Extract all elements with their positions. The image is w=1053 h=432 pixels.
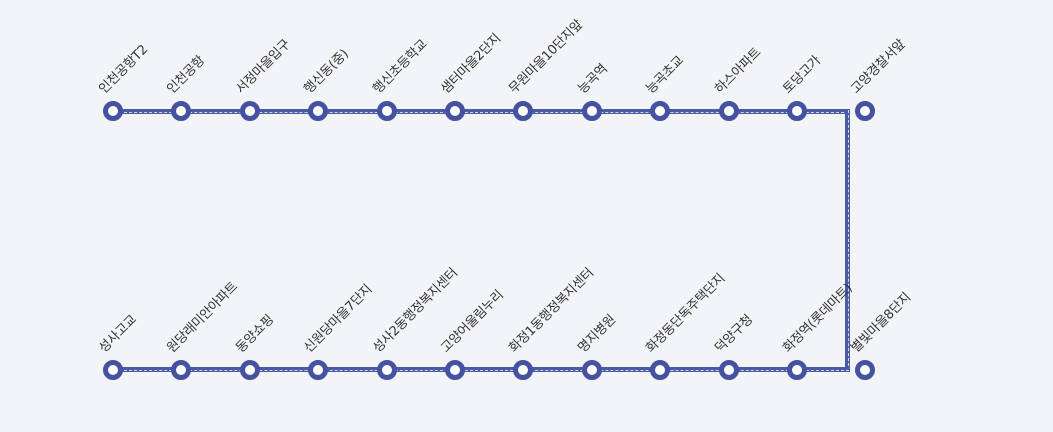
route-line-upper	[113, 109, 850, 114]
station-marker[interactable]	[855, 360, 876, 380]
station-label: 능곡역	[575, 61, 611, 97]
station-label: 행신초등학교	[369, 36, 431, 97]
station-label: 명지병원	[575, 312, 619, 356]
station-label: 덕양구청	[711, 312, 756, 356]
station-label: 토당고가	[780, 53, 824, 97]
station-marker[interactable]	[239, 101, 260, 121]
station-marker[interactable]	[103, 360, 123, 380]
station-marker[interactable]	[718, 101, 739, 121]
station-label: 고양어울림누리	[438, 287, 507, 356]
route-line-turn	[845, 109, 850, 372]
station-marker[interactable]	[787, 360, 807, 380]
station-marker[interactable]	[171, 360, 192, 380]
station-marker[interactable]	[103, 101, 123, 121]
station-label: 하스아파트	[711, 45, 764, 97]
station-marker[interactable]	[445, 360, 465, 380]
station-marker[interactable]	[513, 101, 534, 121]
station-label: 샘터마을2단지	[438, 31, 505, 97]
station-marker[interactable]	[376, 101, 397, 121]
route-line-lower	[113, 367, 850, 372]
station-marker[interactable]	[581, 101, 602, 121]
station-label: 행신동(중)	[301, 46, 352, 97]
station-marker[interactable]	[171, 101, 192, 121]
station-marker[interactable]	[718, 360, 739, 380]
station-label: 화정역(롯데마트)	[780, 280, 856, 356]
station-marker[interactable]	[513, 360, 534, 380]
station-marker[interactable]	[787, 101, 807, 121]
station-label: 원당래미안아파트	[164, 279, 242, 356]
station-marker[interactable]	[376, 360, 397, 380]
station-label: 능곡초교	[643, 53, 688, 97]
station-marker[interactable]	[855, 101, 876, 121]
station-label: 인천공항	[164, 53, 209, 97]
station-label: 별빛마을8단지	[848, 290, 915, 356]
station-marker[interactable]	[308, 360, 329, 380]
station-label: 성사고교	[96, 312, 140, 356]
station-marker[interactable]	[445, 101, 465, 121]
station-marker[interactable]	[581, 360, 602, 380]
station-marker[interactable]	[239, 360, 260, 380]
station-marker[interactable]	[308, 101, 329, 121]
station-label: 동양쇼핑	[233, 312, 277, 356]
station-label: 고양경찰서앞	[848, 36, 909, 97]
station-label: 신원당마을7단지	[301, 282, 376, 356]
station-marker[interactable]	[650, 101, 671, 121]
station-marker[interactable]	[650, 360, 671, 380]
station-label: 서정마을입구	[233, 36, 294, 97]
station-label: 인천공항T2	[96, 42, 152, 97]
